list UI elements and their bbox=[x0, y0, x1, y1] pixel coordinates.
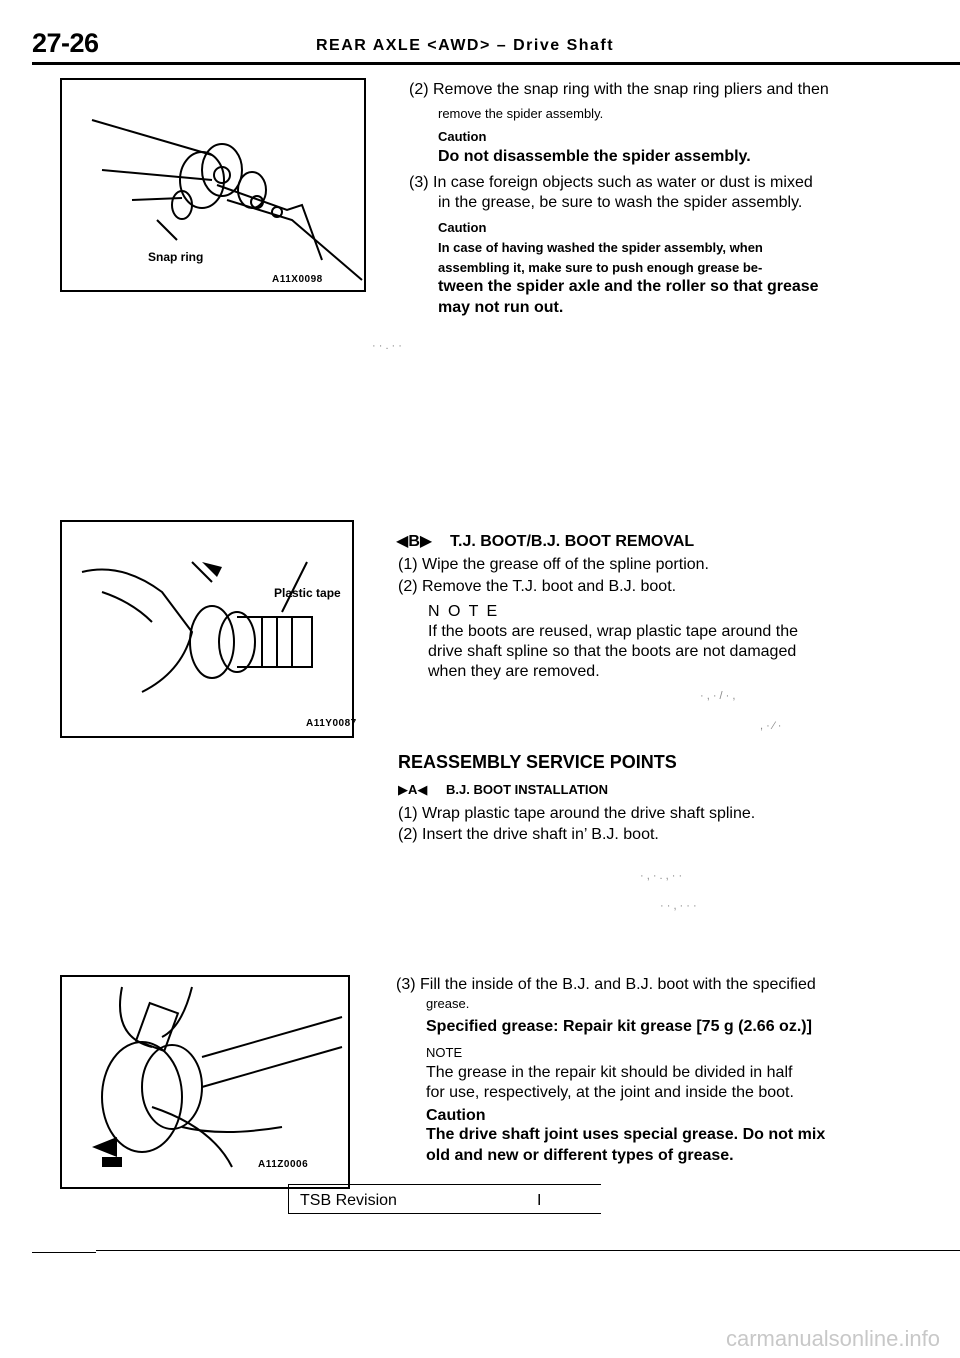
step-text: (1) Wrap plastic tape around the drive s… bbox=[398, 805, 756, 822]
note-text: drive shaft spline so that the boots are… bbox=[428, 643, 797, 660]
caution-text: The drive shaft joint uses special greas… bbox=[426, 1126, 826, 1143]
page-title: REAR AXLE <AWD> – Drive Shaft bbox=[316, 37, 615, 54]
header-rule bbox=[32, 62, 960, 65]
caution-text: Do not disassemble the spider assembly. bbox=[438, 148, 751, 165]
caution-title: Caution bbox=[438, 220, 487, 235]
scan-noise: · , · . , · · bbox=[640, 870, 683, 882]
marker-left-arrow-icon: ◀ bbox=[417, 782, 428, 797]
section-heading: REASSEMBLY SERVICE POINTS bbox=[398, 752, 677, 772]
step-text: (1) Wipe the grease off of the spline po… bbox=[398, 556, 709, 573]
note-text: when they are removed. bbox=[428, 663, 600, 680]
note-text: If the boots are reused, wrap plastic ta… bbox=[428, 623, 799, 640]
caution-text: old and new or different types of grease… bbox=[426, 1147, 734, 1164]
step-text: (2) Remove the snap ring with the snap r… bbox=[409, 81, 829, 98]
marker-letter: A bbox=[408, 782, 418, 797]
figure-callout: Snap ring bbox=[148, 250, 204, 264]
scan-noise: , · ⁄ · bbox=[760, 720, 782, 732]
section-marker: ▶A◀ bbox=[398, 780, 427, 800]
page-number: 27-26 bbox=[32, 28, 99, 58]
marker-right-arrow-icon: ▶ bbox=[419, 533, 433, 550]
bottom-rule bbox=[96, 1250, 960, 1251]
watermark: carmanualsonline.info bbox=[725, 1326, 940, 1351]
figure-code: A11Z0006 bbox=[258, 1159, 309, 1170]
note-title: N O T E bbox=[428, 603, 500, 620]
step-text: (3) Fill the inside of the B.J. and B.J.… bbox=[396, 976, 816, 993]
figure-code: A11X0098 bbox=[272, 274, 323, 285]
step-text: grease. bbox=[426, 996, 470, 1011]
grease-fill-illustration bbox=[92, 986, 343, 1168]
footer-box bbox=[288, 1184, 601, 1214]
figure-grease-fill: A11Z0006 bbox=[60, 975, 350, 1189]
figure-code: A11Y0087 bbox=[306, 718, 357, 729]
marker-left-arrow-icon: ◀ bbox=[396, 533, 409, 550]
section-marker: ◀B▶ bbox=[396, 532, 432, 552]
step-text: (2) Remove the T.J. boot and B.J. boot. bbox=[398, 578, 677, 595]
bottom-rule bbox=[32, 1252, 96, 1253]
spec-text: Specified grease: Repair kit grease [75 … bbox=[426, 1018, 812, 1035]
caution-title: Caution bbox=[438, 129, 487, 144]
caution-title: Caution bbox=[426, 1107, 486, 1124]
scan-noise: · · . · · bbox=[372, 340, 402, 352]
scan-noise: · · , · · · bbox=[660, 900, 697, 912]
tsb-revision-value: I bbox=[537, 1192, 542, 1209]
step-text: remove the spider assembly. bbox=[438, 106, 604, 121]
figure-plastic-tape: Plastic tape A11Y0087 bbox=[60, 520, 357, 738]
tsb-revision-label: TSB Revision bbox=[300, 1192, 397, 1209]
note-text: The grease in the repair kit should be d… bbox=[426, 1064, 793, 1081]
section-heading: T.J. BOOT/B.J. BOOT REMOVAL bbox=[450, 533, 695, 550]
step-text: (3) In case foreign objects such as wate… bbox=[409, 174, 813, 191]
snap-ring-illustration bbox=[91, 119, 363, 281]
caution-text: In case of having washed the spider asse… bbox=[438, 240, 763, 255]
plastic-tape-illustration bbox=[81, 561, 313, 693]
caution-text: may not run out. bbox=[438, 299, 564, 316]
scan-noise: · , · / · , bbox=[700, 690, 736, 702]
caution-text: tween the spider axle and the roller so … bbox=[438, 278, 819, 295]
figure-callout: Plastic tape bbox=[274, 586, 341, 600]
marker-letter: B bbox=[408, 533, 420, 550]
marker-right-arrow-icon: ▶ bbox=[398, 782, 408, 797]
sub-heading: B.J. BOOT INSTALLATION bbox=[446, 782, 609, 797]
step-text: (2) Insert the drive shaft in’ B.J. boot… bbox=[398, 826, 659, 843]
note-title: NOTE bbox=[426, 1045, 463, 1060]
note-text: for use, respectively, at the joint and … bbox=[426, 1084, 794, 1101]
step-text: in the grease, be sure to wash the spide… bbox=[438, 194, 803, 211]
figure-snap-ring: Snap ring A11X0098 bbox=[60, 78, 366, 292]
caution-text: assembling it, make sure to push enough … bbox=[438, 260, 763, 275]
